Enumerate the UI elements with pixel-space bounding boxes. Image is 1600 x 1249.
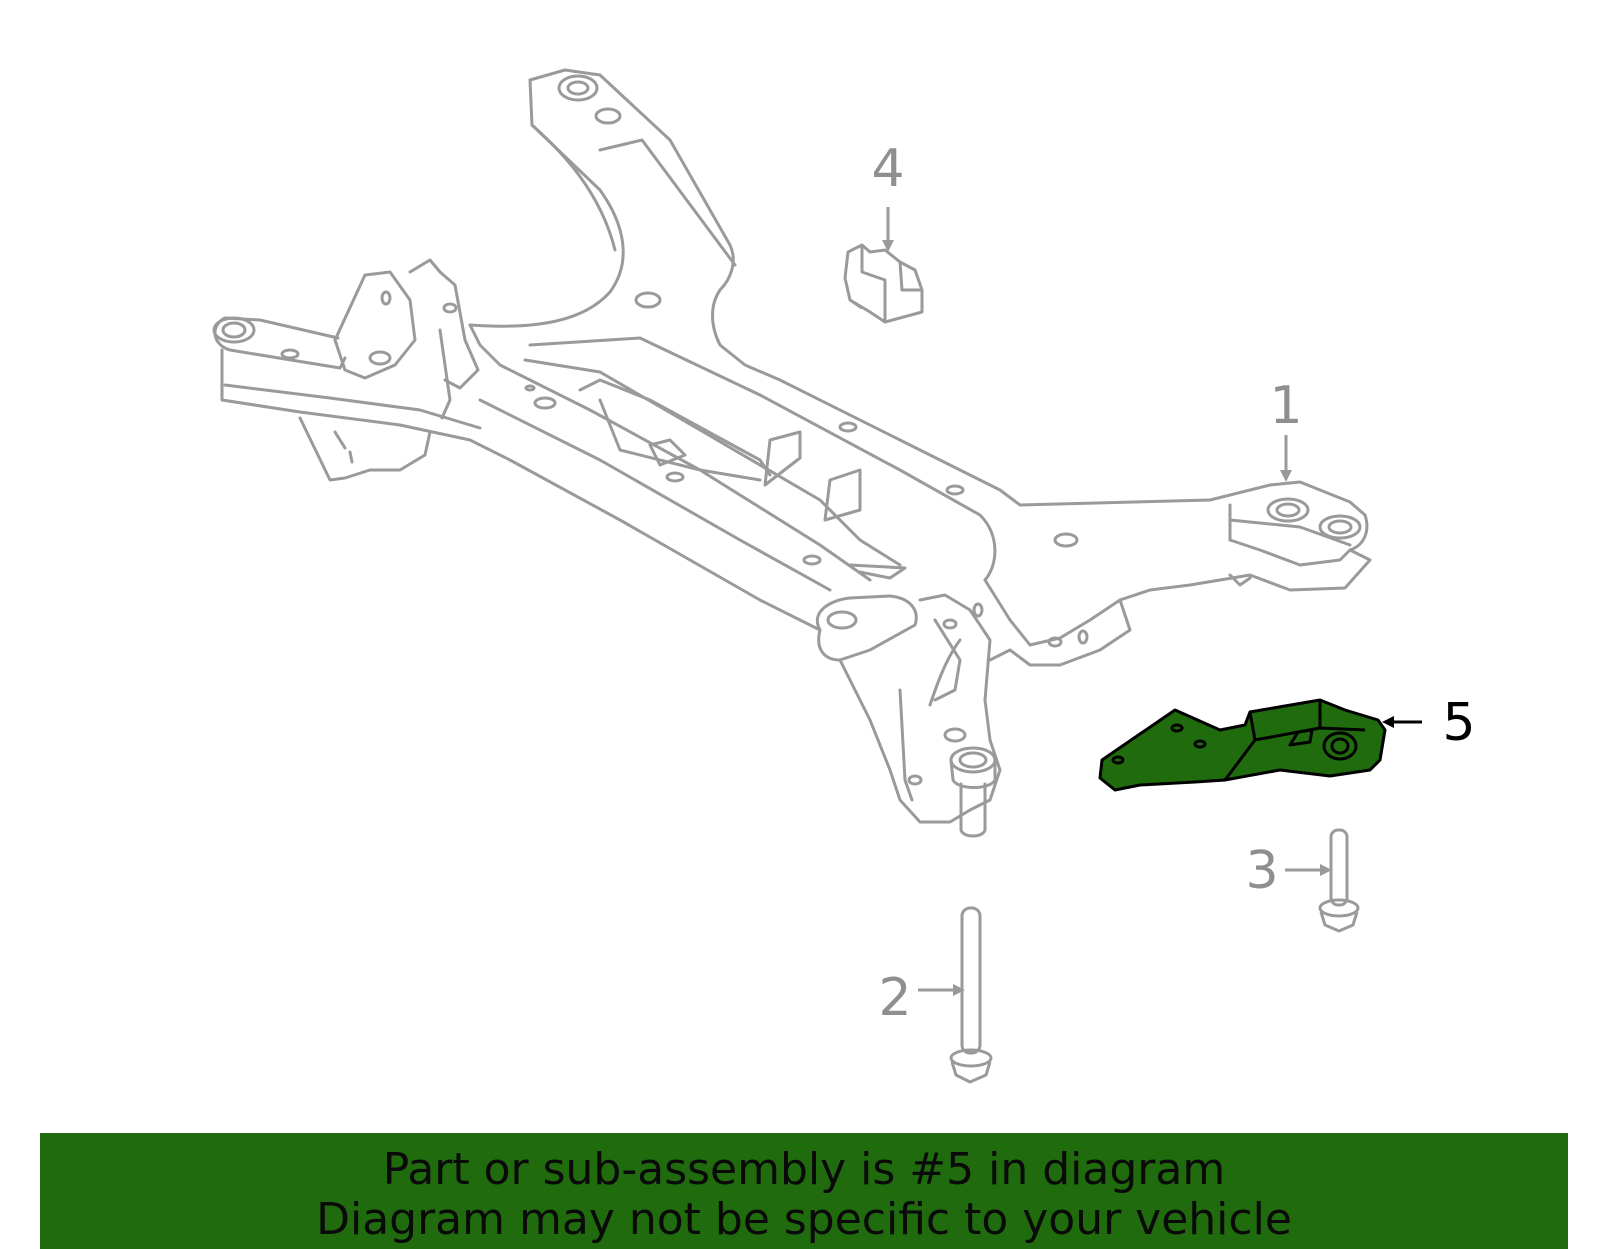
- arrow-4: [882, 207, 894, 252]
- banner-line-1: Part or sub-assembly is #5 in diagram: [382, 1144, 1226, 1195]
- long-bolt-part: [949, 906, 993, 1084]
- callout-4: 4: [871, 139, 904, 199]
- callout-1: 1: [1269, 376, 1302, 436]
- arrow-5: [1382, 716, 1422, 728]
- crossmember-part: [212, 68, 1372, 838]
- callout-5: 5: [1442, 693, 1475, 753]
- arrow-2: [918, 984, 965, 996]
- bracket-part-highlighted: [1098, 698, 1387, 792]
- bushing-part: [843, 243, 924, 324]
- callout-3: 3: [1245, 841, 1278, 901]
- banner-line-2: Diagram may not be specific to your vehi…: [316, 1194, 1292, 1245]
- info-banner: Part or sub-assembly is #5 in diagram Di…: [40, 1133, 1568, 1249]
- leader-arrows: [882, 207, 1422, 996]
- callout-2: 2: [878, 968, 911, 1028]
- short-bolt-part: [1318, 828, 1360, 933]
- arrow-3: [1285, 864, 1332, 876]
- arrow-1: [1280, 435, 1292, 482]
